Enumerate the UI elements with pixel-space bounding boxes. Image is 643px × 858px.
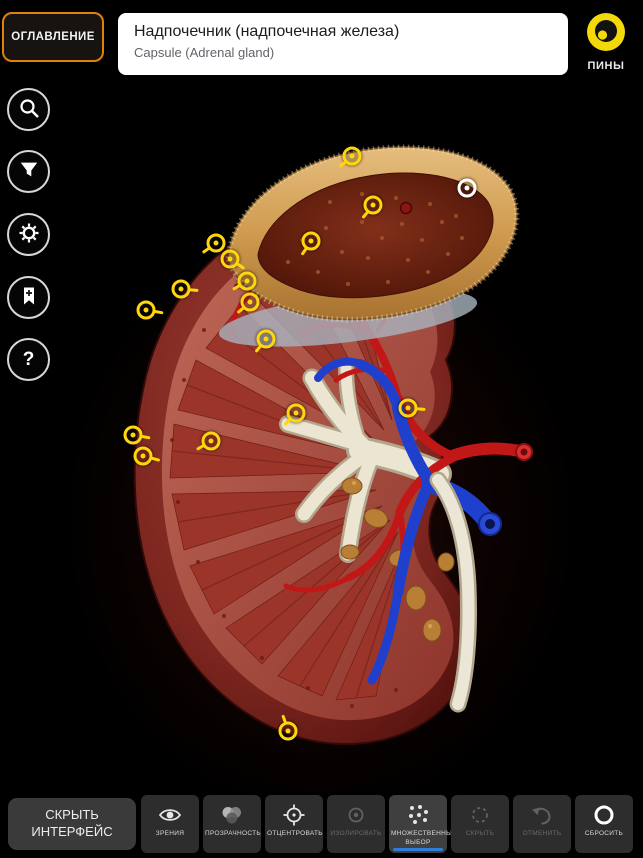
eye-icon	[158, 802, 182, 827]
tool-transparency-button[interactable]: ПРОЗРАЧНОСТЬ	[203, 795, 261, 853]
sidebar-filter-button[interactable]	[7, 150, 50, 193]
anatomy-pin[interactable]	[133, 446, 153, 466]
hide-icon	[468, 802, 492, 827]
search-icon	[18, 97, 40, 122]
filter-icon	[18, 159, 40, 184]
sidebar-settings-button[interactable]	[7, 213, 50, 256]
multi-select-icon	[406, 802, 430, 827]
anatomy-pin-selected[interactable]	[457, 178, 477, 198]
anatomy-pin[interactable]	[171, 279, 191, 299]
isolate-icon	[344, 802, 368, 827]
tool-undo-button[interactable]: ОТМЕНИТЬ	[513, 795, 571, 853]
hide-interface-button[interactable]: СКРЫТЬ ИНТЕРФЕЙС	[8, 798, 136, 850]
tool-views-label: ЗРЕНИЯ	[155, 830, 185, 837]
tool-center-label: ОТЦЕНТРОВАТЬ	[267, 830, 323, 837]
tool-isolate-label: ИЗОЛИРОВАТЬ	[330, 830, 382, 837]
reset-icon	[592, 802, 616, 827]
tool-isolate-button[interactable]: ИЗОЛИРОВАТЬ	[327, 795, 385, 853]
sidebar-bookmark-add-button[interactable]	[7, 276, 50, 319]
tool-reset-label: СБРОСИТЬ	[584, 830, 624, 837]
anatomy-pin[interactable]	[342, 146, 362, 166]
anatomy-pin[interactable]	[136, 300, 156, 320]
tool-undo-label: ОТМЕНИТЬ	[522, 830, 562, 837]
help-icon: ?	[22, 348, 35, 370]
anatomy-pin[interactable]	[278, 721, 298, 741]
pins-label: ПИНЫ	[587, 60, 625, 72]
anatomy-pin[interactable]	[398, 398, 418, 418]
bookmark-add-icon	[18, 285, 40, 310]
tool-transparency-label: ПРОЗРАЧНОСТЬ	[205, 830, 261, 837]
tool-multi-select-button[interactable]: МНОЖЕСТВЕННЫЙ ВЫБОР	[389, 795, 458, 853]
sidebar-help-button[interactable]: ?	[7, 338, 50, 381]
anatomy-pin[interactable]	[256, 329, 276, 349]
selection-subtitle: Capsule (Adrenal gland)	[134, 45, 275, 60]
anatomy-pin[interactable]	[220, 249, 240, 269]
selection-title: Надпочечник (надпочечная железа)	[134, 23, 400, 40]
selection-info-card: Надпочечник (надпочечная железа) Capsule…	[118, 13, 568, 75]
table-of-contents-button[interactable]: ОГЛАВЛЕНИЕ	[2, 12, 104, 62]
pins-button[interactable]: ПИНЫ	[577, 10, 635, 72]
anatomy-pin[interactable]	[286, 403, 306, 423]
tool-multi-select-label: МНОЖЕСТВЕННЫЙ ВЫБОР	[391, 830, 458, 846]
tool-hide-button[interactable]: СКРЫТЬ	[451, 795, 509, 853]
sidebar-search-button[interactable]	[7, 88, 50, 131]
tool-buttons-row: ЗРЕНИЯ ПРОЗРАЧНОСТЬ	[141, 795, 633, 853]
tool-hide-label: СКРЫТЬ	[465, 830, 495, 837]
tool-views-button[interactable]: ЗРЕНИЯ	[141, 795, 199, 853]
crosshair-icon	[282, 802, 306, 827]
anatomy-pin[interactable]	[240, 292, 260, 312]
gear-icon	[18, 222, 40, 247]
anatomy-pin[interactable]	[123, 425, 143, 445]
tool-reset-button[interactable]: СБРОСИТЬ	[575, 795, 633, 853]
anatomy-pin[interactable]	[201, 431, 221, 451]
anatomy-pin[interactable]	[363, 195, 383, 215]
bottom-toolbar: СКРЫТЬ ИНТЕРФЕЙС ЗРЕНИЯ ПРОЗ	[0, 792, 643, 858]
anatomy-pin[interactable]	[237, 271, 257, 291]
anatomy-pin[interactable]	[206, 233, 226, 253]
transparency-icon	[220, 802, 244, 827]
tool-center-button[interactable]: ОТЦЕНТРОВАТЬ	[265, 795, 323, 853]
undo-icon	[530, 802, 554, 827]
anatomy-pin[interactable]	[301, 231, 321, 251]
pins-icon	[584, 13, 628, 58]
